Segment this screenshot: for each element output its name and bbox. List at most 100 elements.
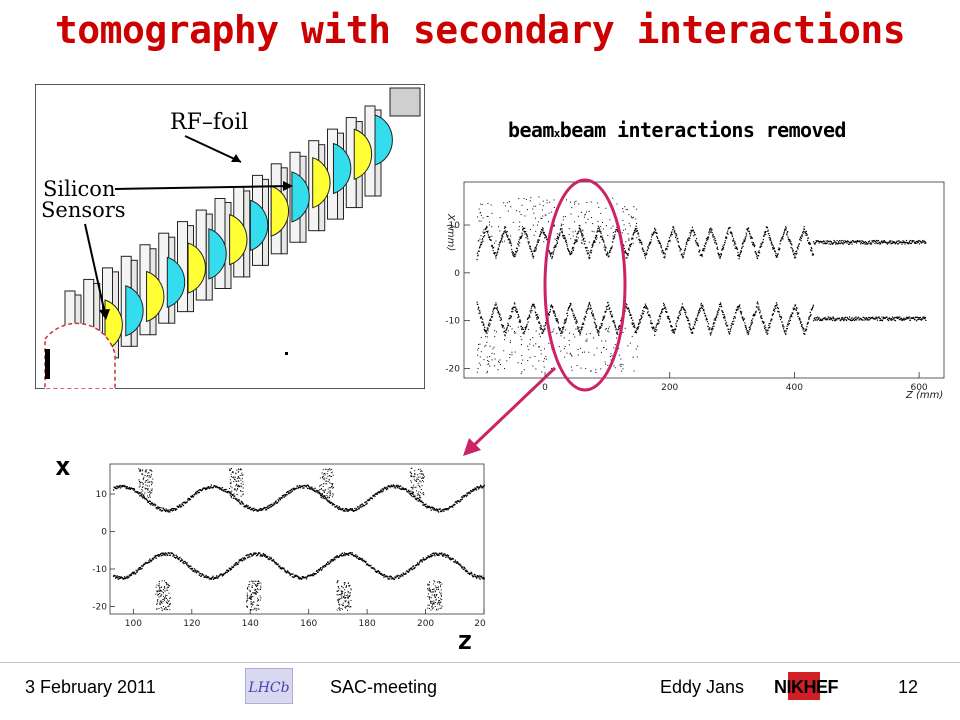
zoom-hit xyxy=(337,594,339,596)
zoom-hit xyxy=(411,473,413,475)
zoom-hit xyxy=(347,601,349,603)
track-hit xyxy=(553,199,555,201)
zoom-hit xyxy=(157,593,159,595)
zoom-hit xyxy=(246,600,248,602)
track-hit xyxy=(578,330,580,333)
zoom-hit xyxy=(254,553,256,555)
zoom-hit xyxy=(377,570,379,572)
track-hit xyxy=(878,241,881,243)
zoom-hit xyxy=(417,484,419,486)
zoom-hit xyxy=(160,601,162,603)
zoom-hit xyxy=(356,555,359,558)
track-hit xyxy=(559,329,561,331)
track-hit xyxy=(581,233,583,235)
zoom-hit xyxy=(259,509,261,511)
track-hit xyxy=(593,354,595,356)
zoom-hit xyxy=(155,557,157,559)
track-hit xyxy=(578,225,580,227)
track-hit xyxy=(687,317,689,319)
track-hit xyxy=(516,311,518,313)
track-hit xyxy=(513,332,515,334)
zoom-hit xyxy=(473,489,476,491)
track-hit xyxy=(924,241,926,243)
track-hit xyxy=(488,325,491,327)
zoom-hit xyxy=(437,510,439,512)
zoom-hit xyxy=(383,488,385,490)
zoom-hit xyxy=(446,555,448,557)
zoom-hit xyxy=(298,578,300,580)
track-hit xyxy=(755,310,757,312)
track-hit xyxy=(643,306,645,309)
track-hit xyxy=(638,238,640,241)
track-hit xyxy=(572,249,575,252)
zoom-hit xyxy=(410,486,412,488)
zoom-hit xyxy=(159,589,161,591)
track-hit xyxy=(582,326,584,328)
track-hit xyxy=(748,227,750,229)
track-hit xyxy=(658,316,661,318)
track-hit xyxy=(635,230,638,232)
zoom-hit xyxy=(422,492,424,494)
zoom-hit xyxy=(316,489,318,492)
track-hit xyxy=(789,240,791,242)
zoom-hit xyxy=(426,505,429,507)
track-hit xyxy=(681,303,684,305)
zoom-hit xyxy=(329,490,331,492)
track-hit xyxy=(507,330,509,332)
zoom-hit xyxy=(147,488,149,490)
track-hit xyxy=(500,239,502,242)
track-hit xyxy=(535,343,537,345)
zoom-hit xyxy=(240,485,242,487)
zoom-hit xyxy=(361,559,363,561)
track-hit xyxy=(488,324,490,326)
zoom-hit xyxy=(211,576,214,579)
zoom-hit xyxy=(234,562,237,564)
zoom-hit xyxy=(193,569,195,572)
track-hit xyxy=(532,365,534,367)
zoom-hit xyxy=(138,493,140,495)
track-hit xyxy=(764,232,766,234)
track-hit xyxy=(656,232,658,234)
track-hit xyxy=(658,242,660,244)
zoom-hit xyxy=(249,583,251,585)
track-hit xyxy=(800,325,803,327)
zoom-hit xyxy=(483,576,485,579)
track-hit xyxy=(681,253,683,255)
track-hit xyxy=(700,302,702,305)
zoom-hit xyxy=(447,509,449,511)
zoom-hit xyxy=(229,469,231,471)
track-hit xyxy=(604,328,606,330)
track-hit xyxy=(528,241,530,243)
track-hit xyxy=(678,312,680,314)
zoom-hit xyxy=(142,495,144,497)
zoom-hit xyxy=(159,588,161,590)
zoom-hit xyxy=(302,485,305,487)
track-hit xyxy=(710,328,712,331)
track-hit xyxy=(886,242,888,244)
track-hit xyxy=(515,310,517,312)
track-hit xyxy=(637,328,639,330)
zoom-hit xyxy=(160,552,162,555)
track-hit xyxy=(570,250,572,253)
zoom-hit xyxy=(253,601,255,603)
track-hit xyxy=(812,306,814,308)
track-hit xyxy=(767,230,769,232)
zoom-hit xyxy=(442,553,444,556)
zoom-hit xyxy=(216,575,218,577)
zoom-hit xyxy=(329,468,331,470)
track-hit xyxy=(494,304,497,306)
track-hit xyxy=(791,316,793,318)
zoom-hit xyxy=(210,578,213,580)
zoom-hit xyxy=(292,488,295,491)
track-hit xyxy=(775,305,777,307)
track-hit xyxy=(505,329,507,331)
subtitle: beamxbeam interactions removed xyxy=(508,118,846,142)
track-hit xyxy=(778,249,781,251)
zoom-hit xyxy=(238,561,240,563)
track-hit xyxy=(745,325,747,327)
track-hit xyxy=(744,237,746,239)
zoom-hit xyxy=(299,577,301,579)
track-hit xyxy=(607,330,609,332)
zoom-hit xyxy=(148,475,150,477)
track-hit xyxy=(577,237,579,239)
